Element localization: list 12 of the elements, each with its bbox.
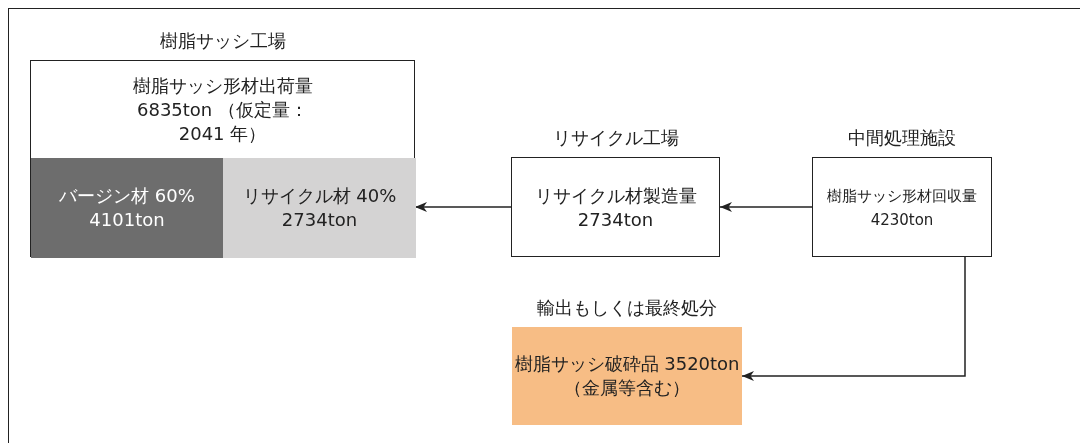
box-text: リサイクル材 40% 2734ton bbox=[241, 184, 398, 232]
box-heading: 中間処理施設 bbox=[847, 126, 957, 150]
box-heading: 輸出もしくは最終処分 bbox=[536, 296, 718, 320]
arrow bbox=[719, 202, 813, 212]
box-heading: 樹脂サッシ工場 bbox=[158, 29, 287, 53]
box-text: 樹脂サッシ形材出荷量 6835ton （仮定量：2041 年） bbox=[131, 73, 314, 146]
arrow bbox=[741, 256, 966, 381]
box-text: 樹脂サッシ破砕品 3520ton（金属等含む） bbox=[514, 352, 740, 400]
box-heading: リサイクル工場 bbox=[551, 126, 680, 150]
box-text: 樹脂サッシ形材回収量 4230ton bbox=[826, 186, 978, 231]
box-text: バージン材 60% 4101ton bbox=[58, 184, 196, 232]
box-text: リサイクル材製造量 2734ton bbox=[533, 184, 698, 232]
